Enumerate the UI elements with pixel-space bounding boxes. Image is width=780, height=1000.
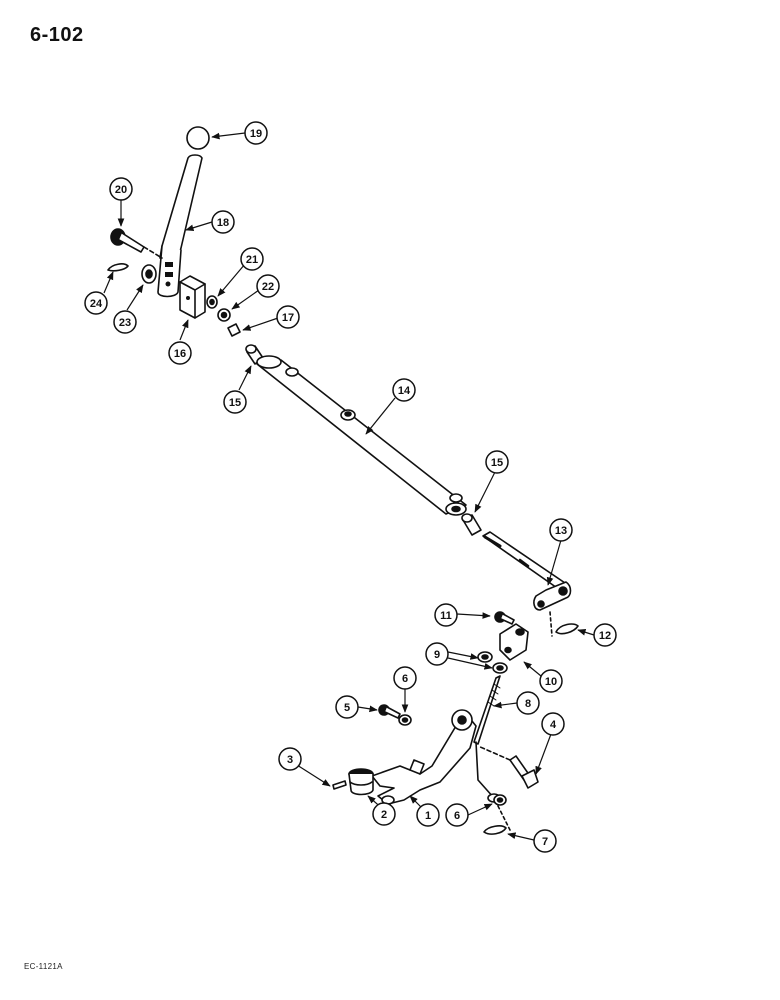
callout-22: 22	[256, 274, 280, 298]
callout-13: 13	[549, 518, 573, 542]
callout-18-text: 18	[217, 217, 229, 229]
callout-16: 16	[168, 341, 192, 365]
callout-12-text: 12	[599, 630, 611, 642]
callout-15-upper-text: 15	[229, 397, 241, 409]
part-15-lower-bushing	[461, 513, 482, 536]
callout-17-text: 17	[282, 312, 294, 324]
callout-6-lower: 6	[445, 803, 469, 827]
callout-5-text: 5	[344, 702, 350, 714]
part-6-lower-washer	[493, 794, 507, 806]
callout-17: 17	[276, 305, 300, 329]
part-19-knob	[186, 126, 210, 150]
part-10-bracket	[499, 623, 529, 661]
callout-1-text: 1	[425, 810, 431, 822]
callout-7-text: 7	[542, 836, 548, 848]
callout-15-upper: 15	[223, 390, 247, 414]
callout-8: 8	[516, 691, 540, 715]
callout-3: 3	[278, 747, 302, 771]
callout-11-text: 11	[440, 610, 452, 622]
callout-19: 19	[244, 121, 268, 145]
callout-6-upper: 6	[393, 666, 417, 690]
callout-6-upper-text: 6	[402, 673, 408, 685]
callout-21-text: 21	[246, 254, 258, 266]
callout-22-text: 22	[262, 281, 274, 293]
callout-1: 1	[416, 803, 440, 827]
callout-4: 4	[541, 712, 565, 736]
part-5-bolt	[378, 704, 401, 719]
part-8-link-rod	[473, 675, 501, 803]
callout-4-text: 4	[550, 719, 557, 731]
part-21-washer	[206, 295, 218, 309]
part-20-bolt	[110, 228, 163, 259]
part-4-bolt	[477, 745, 539, 789]
part-1-bell-crank	[371, 709, 477, 805]
part-17-pin	[227, 323, 241, 337]
part-18-lever	[157, 154, 203, 298]
callout-14: 14	[392, 378, 416, 402]
callout-10: 10	[539, 669, 563, 693]
callout-6-lower-text: 6	[454, 810, 460, 822]
callout-7: 7	[533, 829, 557, 853]
callouts: 19 18 20 24 23 16 21 22 17 15 14 15 13 1…	[84, 121, 617, 853]
part-12-cotter-pin	[549, 611, 579, 637]
part-2-grommet	[348, 768, 374, 796]
callout-21: 21	[240, 247, 264, 271]
callout-12: 12	[593, 623, 617, 647]
callout-8-text: 8	[525, 698, 531, 710]
part-11-bolt	[494, 611, 515, 625]
callout-11: 11	[434, 603, 458, 627]
part-14-cross-shaft	[256, 355, 467, 516]
callout-19-text: 19	[250, 128, 262, 140]
callout-10-text: 10	[545, 676, 557, 688]
leader-lines	[103, 132, 595, 841]
figure-code: EC-1121A	[24, 962, 63, 971]
part-6-upper-washer	[398, 714, 412, 726]
callout-13-text: 13	[555, 525, 567, 537]
part-23-washer	[141, 264, 157, 284]
callout-15-lower-text: 15	[491, 457, 503, 469]
page-number: 6-102	[30, 24, 84, 46]
part-3-pin	[332, 780, 347, 790]
callout-18: 18	[211, 210, 235, 234]
callout-9-text: 9	[434, 649, 440, 661]
part-16-block	[179, 275, 206, 319]
callout-3-text: 3	[287, 754, 293, 766]
callout-24: 24	[84, 291, 108, 315]
callout-5: 5	[335, 695, 359, 719]
part-13-shaft-arm	[482, 531, 572, 611]
part-7-cotter-pin	[483, 805, 511, 835]
callout-9: 9	[425, 642, 449, 666]
part-9-washers	[477, 651, 508, 674]
callout-14-text: 14	[398, 385, 411, 397]
callout-15-lower: 15	[485, 450, 509, 474]
part-24-cotter-pin	[107, 263, 129, 272]
callout-2-text: 2	[381, 809, 387, 821]
callout-20-text: 20	[115, 184, 127, 196]
callout-2: 2	[372, 802, 396, 826]
callout-23-text: 23	[119, 317, 131, 329]
callout-24-text: 24	[90, 298, 103, 310]
part-22-nut	[217, 308, 231, 322]
callout-16-text: 16	[174, 348, 186, 360]
callout-23: 23	[113, 310, 137, 334]
callout-20: 20	[109, 177, 133, 201]
